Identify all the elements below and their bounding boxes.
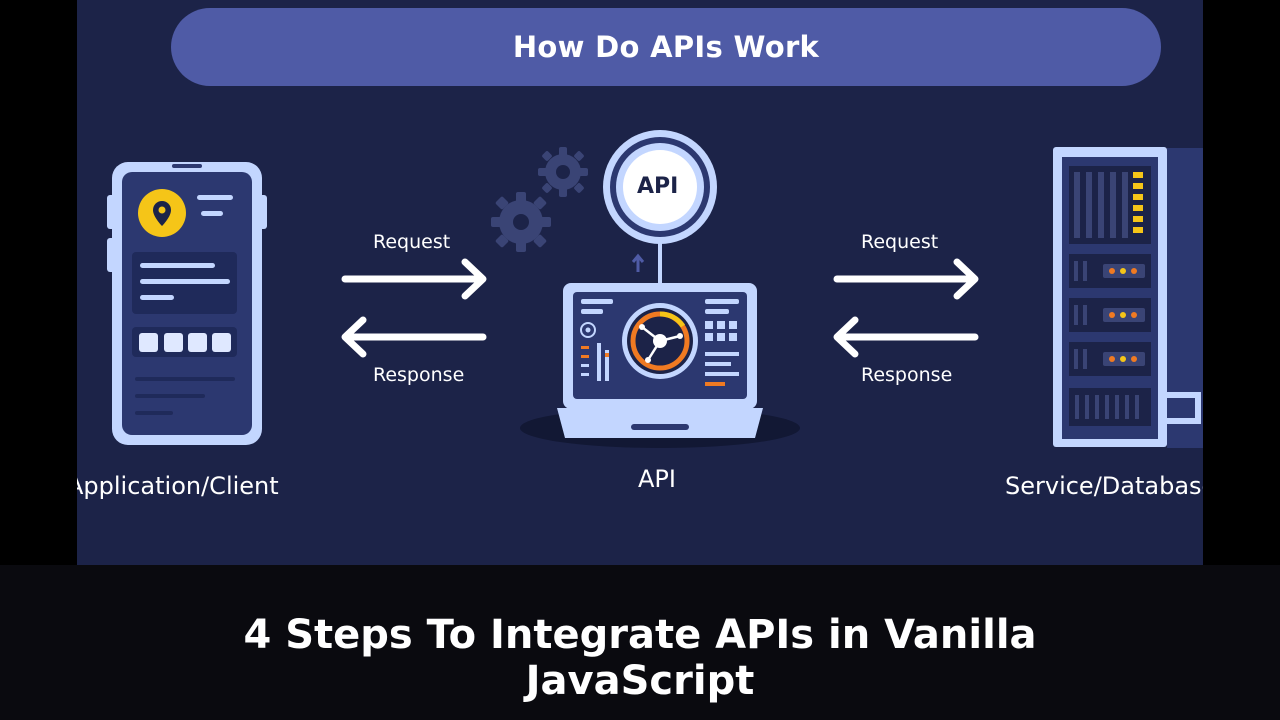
diagram-panel: How Do APIs Work — [77, 0, 1203, 565]
caption-title: 4 Steps To Integrate APIs in Vanilla Jav… — [243, 612, 1037, 704]
phone-icon — [107, 162, 267, 445]
right-response-label: Response — [861, 364, 953, 386]
laptop-icon — [520, 283, 800, 448]
api-badge-label: API — [637, 174, 679, 199]
left-request-label: Request — [373, 231, 451, 253]
diagram-artwork — [107, 130, 1203, 448]
client-label: Application/Client — [77, 472, 279, 500]
right-request-label: Request — [861, 231, 939, 253]
server-label: Service/Database — [1005, 472, 1203, 500]
left-response-label: Response — [373, 364, 465, 386]
title-banner: How Do APIs Work — [171, 8, 1161, 86]
location-pin-icon — [138, 189, 186, 237]
api-label: API — [638, 465, 676, 493]
caption-area — [0, 565, 1280, 720]
arrow-left-icon — [341, 316, 487, 358]
server-rack-icon — [1053, 147, 1203, 448]
arrow-left-icon — [833, 316, 979, 358]
diagram-title: How Do APIs Work — [512, 30, 820, 64]
api-gear-badge-icon — [603, 130, 717, 283]
arrow-right-icon — [341, 258, 487, 300]
arrow-right-icon — [833, 258, 979, 300]
gear-icon — [491, 147, 588, 252]
